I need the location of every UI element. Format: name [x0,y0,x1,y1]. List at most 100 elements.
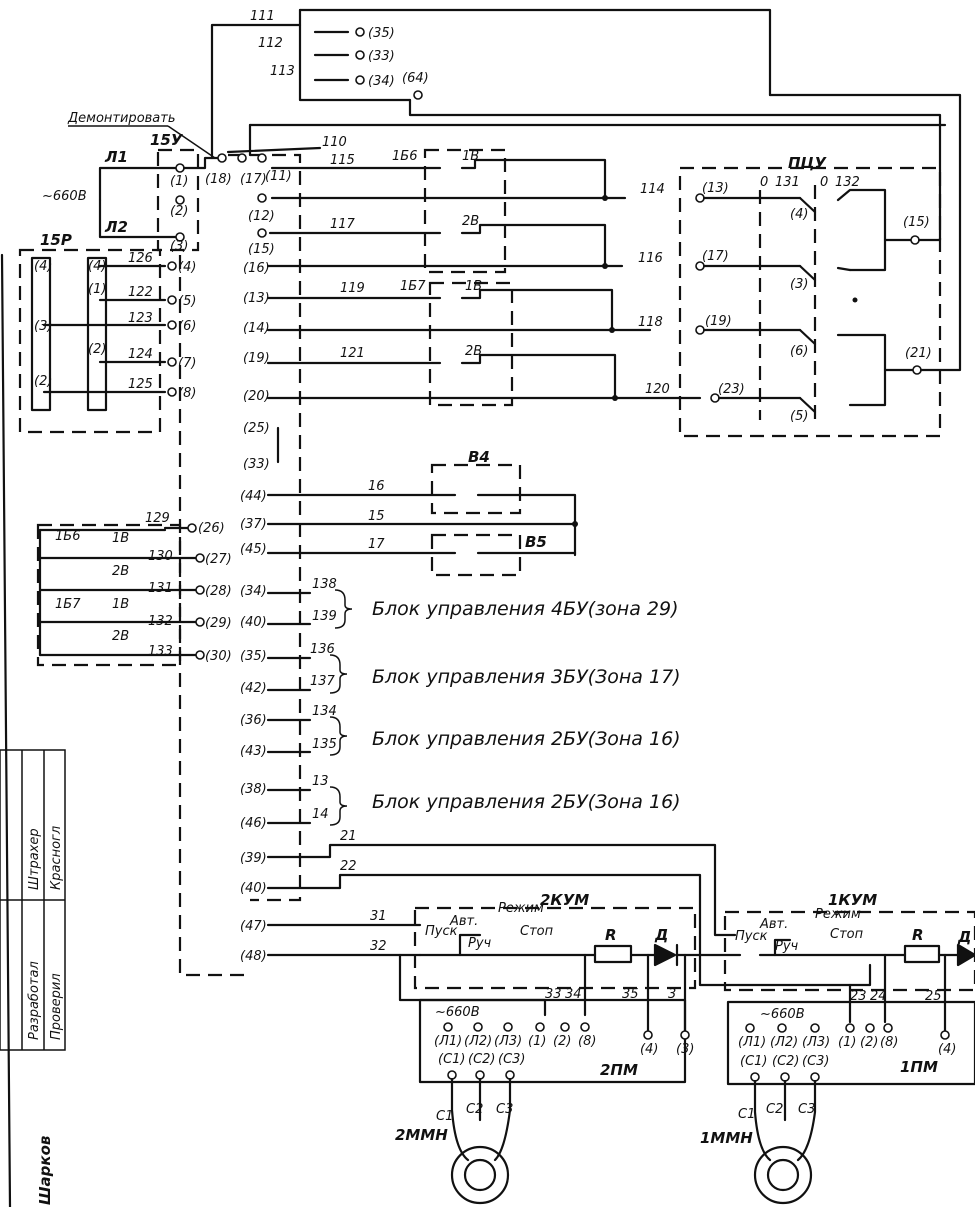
wire-131: 131 [148,581,173,596]
wire-16: 16 [368,479,385,494]
kum2-mode: Режим [498,901,544,916]
wire-15: 15 [368,509,385,524]
label-2mmn: 2ММН [395,1126,448,1144]
ptsu-contact-131: 131 [775,175,800,190]
block-15r: 15Р (4) (4) (1) (3) (2) (2) 126 122 123 … [18,231,196,434]
ct-39: (39) [240,851,267,866]
ct-38: (38) [240,782,267,797]
wire-33: 33 [545,987,562,1002]
wire-122: 122 [128,285,153,300]
term-33: (33) [368,49,395,64]
dismantle-note: Демонтировать [67,111,216,159]
wire-115: 115 [330,153,355,168]
label-15u: 15У [150,131,184,149]
r15-term-2a: (2) [88,342,106,357]
term-35: (35) [368,26,395,41]
m2-c1: С1 [436,1109,453,1124]
wire-139: 139 [312,609,337,624]
r15-term-2b: (2) [34,374,52,389]
left-term-7: (7) [178,356,196,371]
contact-2v-b: 2В [465,344,482,359]
label-v4: В4 [468,448,490,466]
pm2-c3: (С3) [498,1052,526,1067]
title-name-1: Красногл [49,826,64,890]
wire-24: 24 [870,989,887,1004]
ptsu-term-13: (13) [702,181,729,196]
pm2-c1: (С1) [438,1052,466,1067]
wire-35: 35 [622,987,639,1002]
ptsu-term-4: (4) [790,207,808,222]
control-block-2bu-a: Блок управления 2БУ(Зона 16) [372,728,681,750]
ptsu-term-19: (19) [705,314,732,329]
pm2-4: (4) [640,1042,658,1057]
kum2-start: Пуск [425,924,458,939]
central-terminal-strip: (18) (17) (11) (12) (15) (16) (13) (14) … [178,153,302,977]
ct-13: (13) [243,291,270,306]
switches-v4-v5: В4 В5 16 15 17 [266,448,578,577]
ll-term-27: (27) [205,552,232,567]
wire-125: 125 [128,377,153,392]
ptsu-zero-2: 0 [820,175,828,190]
wire-116: 116 [638,251,663,266]
r15-term-4b: (4) [88,259,106,274]
ct-40: (40) [240,615,267,630]
ptsu-term-15: (15) [903,215,930,230]
label-2pm: 2ПМ [600,1061,638,1079]
ll-term-30: (30) [205,649,232,664]
ct-37: (37) [240,517,267,532]
wire-120: 120 [645,382,670,397]
r15-term-3: (3) [34,319,52,334]
ptsu-term-23: (23) [718,382,745,397]
lower-left-contacts: 129 130 131 132 133 (26) (27) (28) (29) … [36,511,232,667]
ct-19: (19) [243,351,270,366]
pm1-l3: (Л3) [802,1035,830,1050]
pm1-l1: (Л1) [738,1035,766,1050]
m2-c2: С2 [466,1102,483,1117]
kum2-stop: Стоп [520,924,554,939]
wire-114: 114 [640,182,665,197]
pm1-1: (1) [838,1035,856,1050]
ct-14: (14) [243,321,270,336]
title-block: Проверил Разработал Красногл Штрахер Шар… [0,253,66,1207]
pm2-voltage: ~660В [435,1005,480,1020]
pm1-2: (2) [860,1035,878,1050]
ct-11: (11) [265,169,292,184]
wire-123: 123 [128,311,153,326]
wire-135: 135 [312,737,337,752]
ptsu-term-3: (3) [790,277,808,292]
wire-34: 34 [565,987,582,1002]
contact-1v-a: 1В [462,149,479,164]
pm2-c2: (С2) [468,1052,496,1067]
ct-44: (44) [240,489,267,504]
control-block-links: 138 139 Блок управления 4БУ(зона 29) 136… [266,577,681,826]
kum1-start: Пуск [735,929,768,944]
ll-contact-1v-b: 1В [112,597,129,612]
wire-23: 23 [850,989,867,1004]
control-block-2bu-b: Блок управления 2БУ(Зона 16) [372,791,681,813]
ct-18: (18) [205,172,232,187]
ct-40b: (40) [240,881,267,896]
wire-113-label: 113 [270,64,295,79]
m1-c2: С2 [766,1102,783,1117]
wire-133: 133 [148,644,173,659]
b15u-term-2: (2) [170,204,188,219]
wire-124: 124 [128,347,153,362]
label-1pm: 1ПМ [900,1058,938,1076]
pm2-l3: (Л3) [494,1034,522,1049]
ct-48: (48) [240,949,267,964]
wire-118: 118 [638,315,663,330]
contact-1b6: 1Б6 [392,149,417,164]
pm2-l2: (Л2) [464,1034,492,1049]
kum1-r: R [912,926,924,944]
pm2-1: (1) [528,1034,546,1049]
ll-contact-1b7: 1Б7 [55,597,81,612]
wire-112-label: 112 [258,36,283,51]
wire-121: 121 [340,346,365,361]
wire-117: 117 [330,217,356,232]
ct-15: (15) [248,242,275,257]
ptsu-term-6: (6) [790,344,808,359]
ll-contact-2v: 2В [112,564,129,579]
wire-138: 138 [312,577,337,592]
wire-32: 32 [370,939,387,954]
